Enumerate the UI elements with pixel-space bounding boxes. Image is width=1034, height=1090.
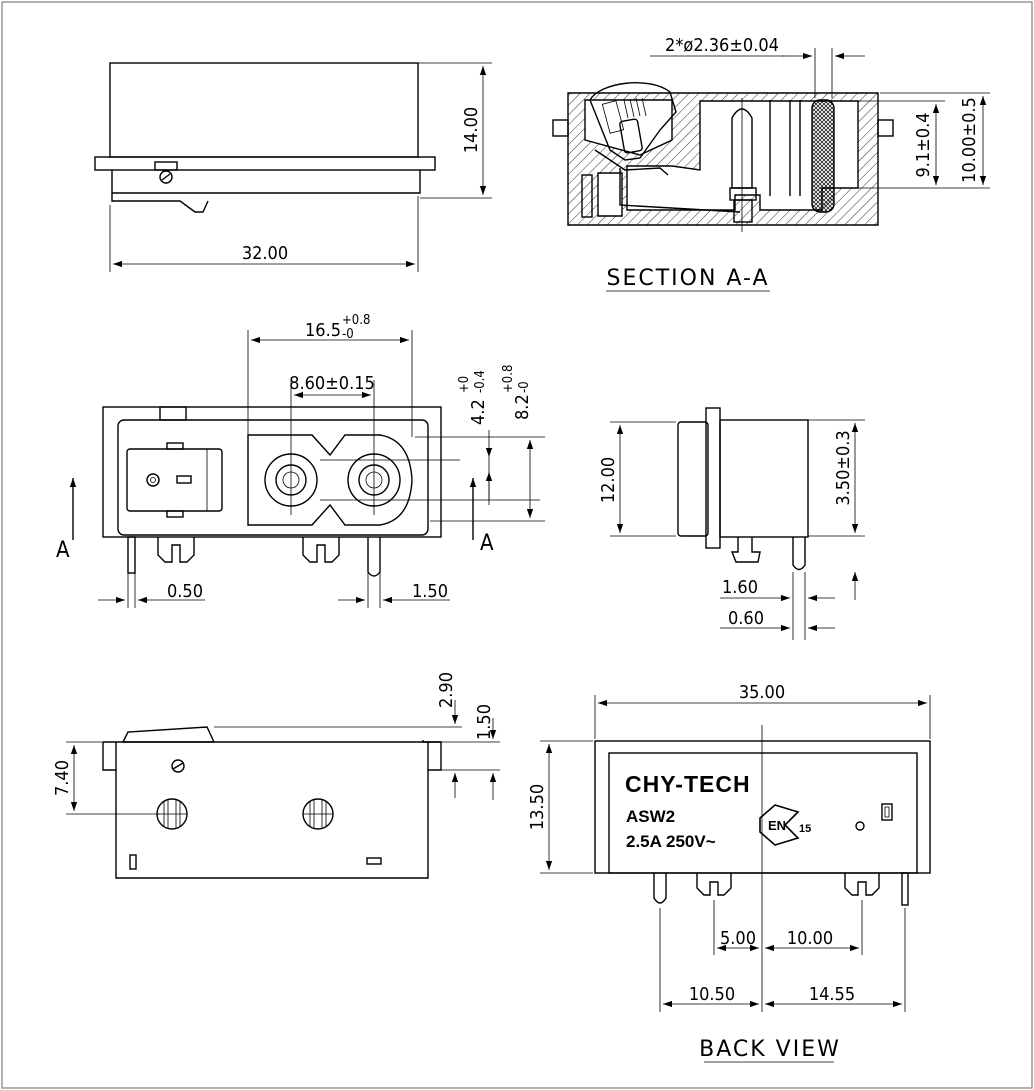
- dim-8-60: 8.60±0.15: [289, 373, 375, 394]
- dim-13-50: 13.50: [527, 784, 548, 830]
- dim-1-60: 1.60: [722, 577, 758, 598]
- marking-cert-num: 15: [799, 823, 811, 835]
- back-view: [540, 695, 931, 1012]
- dim-16-5-tol-upper: +0.8: [342, 313, 370, 328]
- dim-9-1: 9.1±0.4: [913, 112, 934, 177]
- marking-rating: 2.5A 250V~: [626, 832, 716, 851]
- dim-10-50: 10.50: [689, 984, 735, 1005]
- dim-35-00: 35.00: [739, 682, 785, 703]
- dim-0-60: 0.60: [728, 608, 764, 629]
- side-view-right: [610, 407, 865, 640]
- section-title: SECTION A-A: [607, 266, 770, 291]
- dim-12-00: 12.00: [598, 457, 619, 503]
- dim-8-2: 8.2: [512, 394, 533, 420]
- section-a-a-view: [552, 48, 990, 232]
- dim-16-5-tol-lower: -0: [342, 327, 354, 342]
- dim-2-90: 2.90: [436, 672, 457, 708]
- dim-1-50b: 1.50: [474, 704, 495, 740]
- side-view-bottom: [66, 700, 500, 879]
- dim-8-2-tol-upper: +0.8: [501, 365, 516, 393]
- dim-8-2-tol-lower: -0: [517, 381, 532, 393]
- contact-pin: [811, 99, 835, 213]
- dim-1-50a: 1.50: [412, 581, 448, 602]
- dim-3-50: 3.50±0.3: [833, 430, 854, 505]
- marking-model: ASW2: [626, 807, 675, 826]
- dim-14-55: 14.55: [809, 984, 855, 1005]
- side-view-top: [94, 62, 492, 272]
- en-cert-icon: [759, 804, 800, 846]
- dim-10-00b: 10.00: [787, 928, 833, 949]
- dim-14-00: 14.00: [461, 107, 482, 153]
- section-mark-right: A: [480, 531, 494, 556]
- dim-4-2-tol-lower: -0.4: [473, 370, 488, 393]
- back-view-title: BACK VIEW: [699, 1037, 841, 1062]
- dim-5-00: 5.00: [720, 928, 756, 949]
- marking-brand: CHY-TECH: [625, 771, 751, 797]
- marking-cert: EN: [768, 818, 786, 833]
- dim-hole-dia: 2*ø2.36±0.04: [665, 35, 779, 56]
- front-view: [69, 330, 545, 608]
- dim-4-2: 4.2: [468, 399, 489, 425]
- dim-16-5: 16.5: [305, 320, 341, 341]
- dim-32-00: 32.00: [242, 243, 288, 264]
- dim-0-50: 0.50: [167, 581, 203, 602]
- dim-7-40: 7.40: [52, 760, 73, 796]
- section-mark-left: A: [56, 538, 70, 563]
- dim-10-00: 10.00±0.5: [959, 97, 980, 183]
- dim-4-2-tol-upper: +0: [457, 376, 472, 393]
